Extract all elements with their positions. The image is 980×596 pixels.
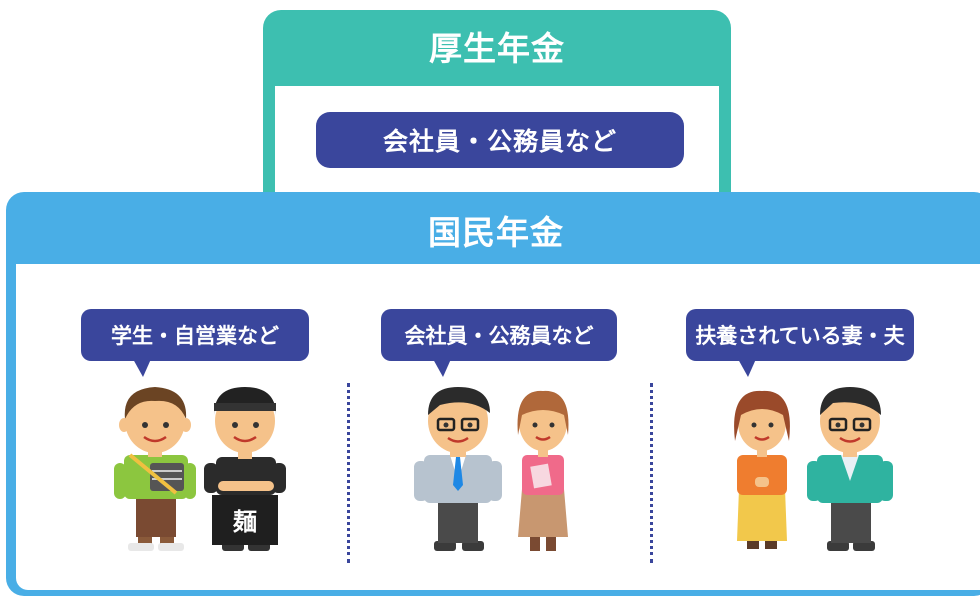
group-label-text: 扶養されている妻・夫 — [695, 324, 905, 348]
kosei-nenkin-covers-label: 会社員・公務員など — [316, 112, 684, 168]
bubble-tail — [738, 359, 756, 377]
bubble-tail — [433, 359, 451, 377]
group-label-employees: 会社員・公務員など — [381, 309, 617, 377]
househusband-icon — [807, 387, 893, 551]
group-label-students-selfemployed: 学生・自営業など — [81, 309, 309, 377]
bubble-tail — [133, 359, 151, 377]
student-person-icon — [114, 387, 196, 551]
group-label-text: 会社員・公務員など — [404, 324, 594, 348]
office-man-icon — [414, 387, 502, 551]
noodle-shop-owner-icon: 麺 — [204, 387, 286, 551]
group-divider — [347, 383, 350, 563]
apron-kanji: 麺 — [232, 508, 257, 536]
office-woman-icon — [517, 390, 569, 551]
group-label-text: 学生・自営業など — [111, 324, 279, 348]
group-divider — [650, 383, 653, 563]
kosei-nenkin-title: 厚生年金 — [429, 29, 565, 68]
housewife-icon — [734, 390, 790, 549]
group-label-dependent-spouses: 扶養されている妻・夫 — [686, 309, 914, 377]
kokumin-nenkin-title: 国民年金 — [428, 213, 564, 252]
